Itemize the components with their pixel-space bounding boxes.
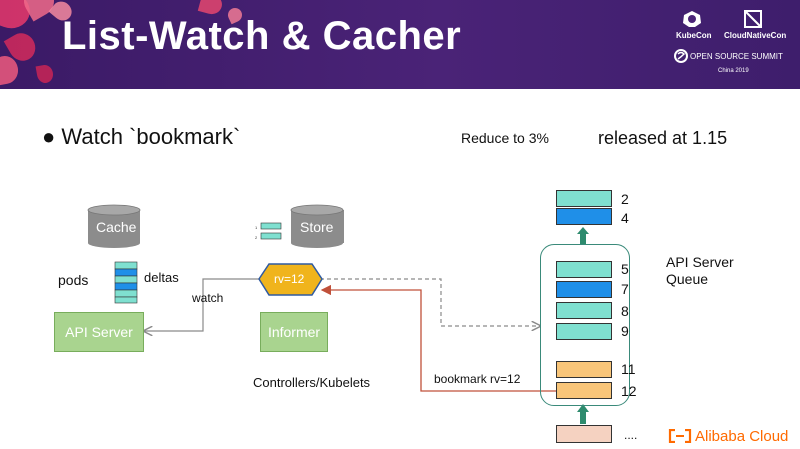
queue-title-line2: Queue	[666, 271, 709, 287]
slide-header: List-Watch & Cacher KubeCon CloudNativeC…	[0, 0, 800, 89]
up-arrow-top	[577, 227, 589, 244]
watch-label: watch	[192, 291, 224, 305]
queue-item	[556, 190, 612, 207]
decorative-leaf	[35, 63, 55, 85]
release-note: released at 1.15	[598, 128, 728, 148]
store-label: Store	[300, 219, 334, 235]
queue-item	[556, 302, 612, 319]
summit-text: OPEN SOURCE SUMMIT	[690, 52, 783, 61]
alibaba-cloud-icon	[668, 429, 692, 443]
bullet-text: Watch `bookmark`	[61, 124, 241, 149]
informer-box: Informer	[260, 312, 328, 352]
api-server-box: API Server	[54, 312, 144, 352]
queue-item	[556, 382, 612, 399]
queue-number: 7	[621, 281, 629, 297]
queue-item	[556, 323, 612, 340]
queue-number: 8	[621, 303, 629, 319]
kubecon-text: KubeCon	[676, 31, 712, 40]
bookmark-label: bookmark rv=12	[434, 372, 521, 386]
queue-item	[556, 281, 612, 298]
watch-arrow	[144, 278, 262, 331]
informer-label: Informer	[267, 324, 321, 340]
cloudnativecon-logo-icon	[744, 10, 762, 28]
queue-number: 2	[621, 191, 629, 207]
queue-number: 4	[621, 210, 629, 226]
kubecon-logo-icon	[683, 11, 701, 27]
bullet-point: ● Watch `bookmark`	[42, 124, 240, 150]
queue-title-line1: API Server	[666, 254, 734, 270]
queue-number: 12	[621, 383, 637, 399]
alibaba-cloud-logo: Alibaba Cloud	[668, 426, 788, 446]
store-mini-stack: 1 2	[255, 222, 282, 240]
rv-label: rv=12	[274, 272, 305, 286]
queue-item	[556, 425, 612, 443]
queue-item	[556, 261, 612, 278]
controllers-label: Controllers/Kubelets	[253, 375, 371, 390]
svg-text:2: 2	[255, 235, 258, 240]
slide-title: List-Watch & Cacher	[62, 14, 462, 58]
queue-item	[556, 208, 612, 225]
dashed-arrow	[320, 278, 540, 326]
location-text: China 2019	[718, 68, 749, 74]
reduce-note: Reduce to 3%	[461, 130, 549, 146]
queue-number: ....	[624, 428, 638, 442]
svg-text:1: 1	[255, 225, 258, 230]
summit-logo-icon	[674, 49, 688, 63]
queue-item	[556, 361, 612, 378]
conference-logo: KubeCon CloudNativeCon OPEN SOURCE SUMMI…	[672, 10, 794, 82]
queue-number: 9	[621, 323, 629, 339]
alibaba-cloud-text: Alibaba Cloud	[695, 427, 789, 445]
queue-number: 5	[621, 261, 629, 277]
cloudnativecon-text: CloudNativeCon	[724, 31, 787, 40]
deltas-stack	[114, 261, 138, 304]
bullet-dot: ●	[42, 124, 62, 149]
up-arrow-bottom	[577, 404, 589, 424]
queue-number: 11	[621, 361, 636, 377]
cache-label: Cache	[96, 219, 137, 235]
deltas-label: deltas	[144, 270, 179, 285]
api-server-label: API Server	[65, 324, 133, 340]
pods-label: pods	[58, 272, 89, 288]
api-server-queue-frame	[540, 244, 630, 406]
